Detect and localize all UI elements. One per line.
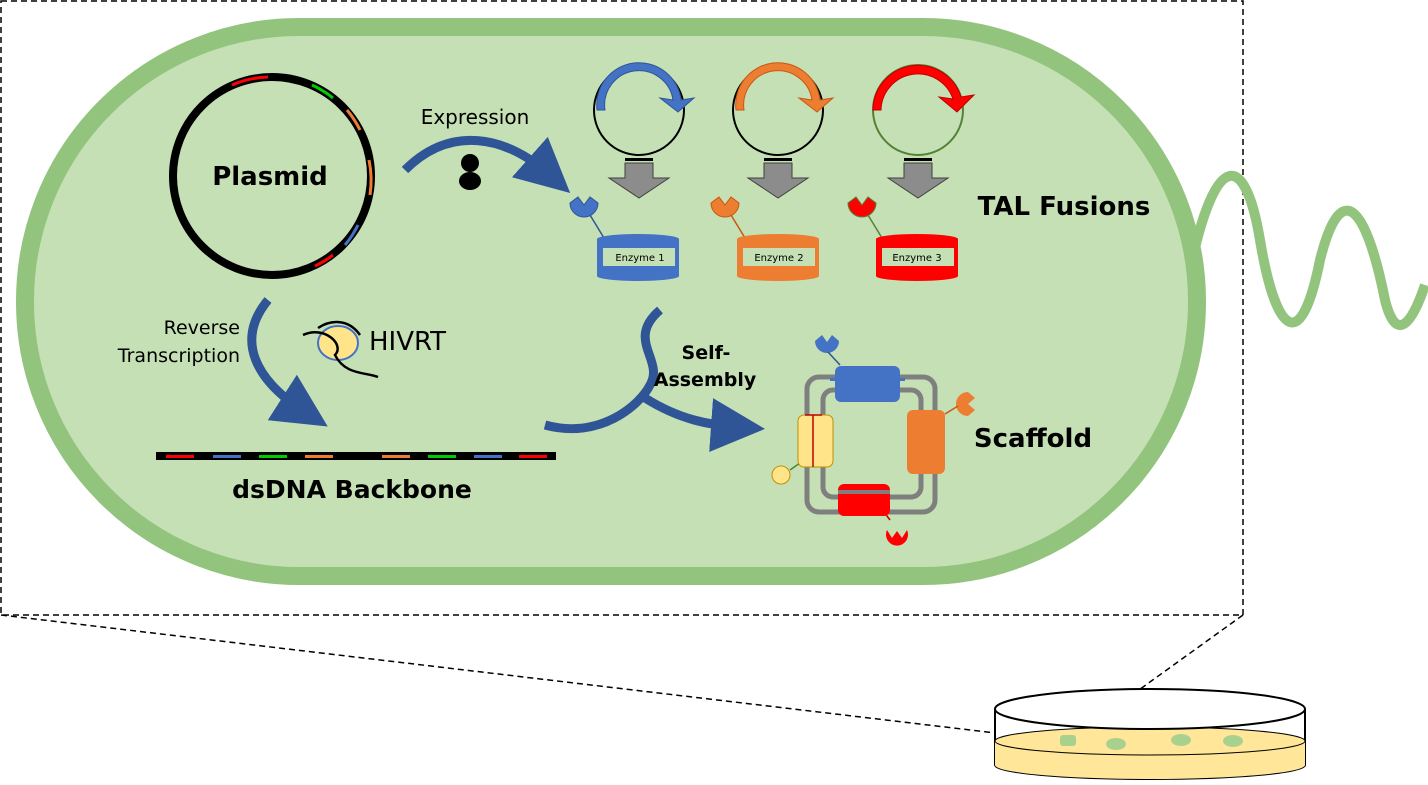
scaffold-enzyme-orange	[907, 410, 945, 474]
ribosome-bottom	[459, 172, 481, 190]
ribosome-top	[461, 154, 479, 172]
plasmid-segment-orange-1	[345, 109, 362, 131]
self-assembly-arrow	[642, 394, 765, 453]
hivrt-enzyme	[317, 325, 359, 361]
gene-circle-1	[593, 62, 696, 156]
scaffold-enzyme-red	[838, 484, 890, 516]
plasmid-segment-red-1	[231, 75, 269, 87]
tal-fusions-label: TAL Fusions	[978, 192, 1151, 222]
scaffold-label: Scaffold	[974, 424, 1092, 454]
transcription-label: Transcription	[117, 345, 240, 367]
enzyme-3-label: Enzyme 3	[892, 253, 941, 264]
flagellum	[1185, 171, 1428, 330]
petri-dish-lid	[994, 688, 1306, 730]
dsdna-backbone: dsDNA Backbone	[156, 452, 556, 504]
hivrt-rna-strand	[302, 331, 379, 379]
tal-fusion-3: Enzyme 3	[847, 196, 958, 281]
scaffold-binding-red	[886, 530, 908, 546]
colony-4	[1223, 735, 1243, 747]
plasmid-segment-blue	[343, 224, 360, 246]
translation-arrow-2	[746, 158, 810, 199]
petri-dish-agar	[995, 741, 1305, 779]
hivrt-group: HIVRT	[302, 320, 446, 379]
zoom-line-left	[0, 614, 1064, 742]
scaffold-binding-blue	[815, 335, 839, 353]
dsdna-bar	[156, 452, 556, 460]
self-label: Self-	[682, 342, 731, 364]
gene-arrow-red	[872, 64, 976, 113]
tal-fusion-2: Enzyme 2	[710, 196, 819, 281]
colony-3	[1171, 734, 1191, 746]
self-assembly-branch-up	[543, 306, 664, 434]
gene-arrow-blue	[596, 62, 696, 113]
plasmid-segment-red-2	[314, 253, 334, 268]
assembly-label: Assembly	[654, 369, 757, 391]
plasmid-segment-orange-2	[367, 159, 373, 196]
petri-dish	[994, 688, 1306, 780]
enzyme-2-label: Enzyme 2	[754, 253, 803, 264]
expression-label: Expression	[421, 105, 530, 129]
reverse-label: Reverse	[164, 317, 240, 339]
expression-arrow	[401, 135, 571, 193]
scaffold-enzyme-yellow	[797, 414, 834, 468]
colony-1	[1060, 735, 1076, 746]
hivrt-label: HIVRT	[369, 327, 446, 357]
translation-arrow-1	[607, 158, 671, 199]
plasmid-group: Plasmid	[169, 73, 375, 279]
tal-fusion-1: Enzyme 1	[569, 196, 679, 281]
dsdna-backbone-label: dsDNA Backbone	[232, 475, 472, 504]
scaffold-binding-orange	[956, 392, 975, 416]
gene-circle-2	[732, 62, 835, 156]
colony-2	[1106, 738, 1126, 750]
plasmid-segment-green	[311, 83, 334, 100]
zoom-box	[0, 0, 1244, 616]
enzyme-1-label: Enzyme 1	[615, 253, 664, 264]
gene-circle-3	[872, 64, 976, 156]
scaffold-binding-yellow	[771, 465, 791, 485]
translation-arrow-3	[886, 158, 950, 199]
gene-arrow-orange	[735, 62, 835, 113]
scaffold-enzyme-blue	[835, 366, 900, 402]
reverse-transcription-arrow	[247, 297, 328, 427]
plasmid-label: Plasmid	[212, 162, 328, 192]
scaffold-group	[771, 335, 975, 546]
